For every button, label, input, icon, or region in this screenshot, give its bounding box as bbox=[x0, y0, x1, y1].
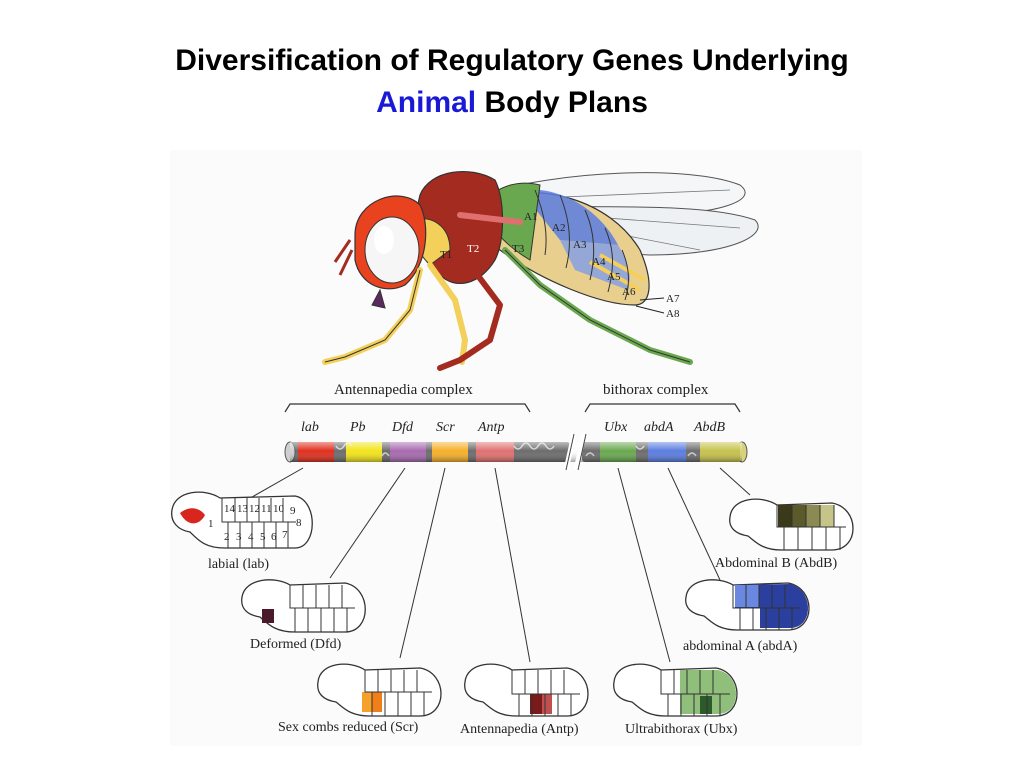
fly-label-t2: T2 bbox=[467, 243, 479, 255]
caption-antennapedia: Antennapedia (Antp) bbox=[460, 722, 579, 737]
embryo-scr bbox=[317, 663, 442, 717]
fly-label-t1: T1 bbox=[440, 249, 452, 261]
gene-label-dfd: Dfd bbox=[391, 420, 414, 435]
embryo-num-7: 7 bbox=[282, 529, 288, 541]
title-line-1: Diversification of Regulatory Genes Unde… bbox=[175, 44, 849, 77]
fly-label-a8: A8 bbox=[666, 308, 680, 320]
caption-abdominal-a: abdominal A (abdA) bbox=[683, 639, 798, 654]
embryo-antp bbox=[464, 663, 589, 717]
fly-label-a4: A4 bbox=[592, 256, 606, 268]
gene-label-pb: Pb bbox=[349, 420, 366, 435]
caption-abdominal-b: Abdominal B (AbdB) bbox=[715, 556, 837, 571]
gene-label-abdb: AbdB bbox=[693, 420, 726, 435]
title-accent-word: Animal bbox=[376, 86, 477, 119]
embryo-num-3: 3 bbox=[236, 531, 242, 543]
caption-ultrabithorax: Ultrabithorax (Ubx) bbox=[625, 722, 738, 737]
fly-eye bbox=[364, 216, 420, 284]
embryo-num-5: 5 bbox=[260, 531, 266, 543]
fly-label-a2: A2 bbox=[552, 222, 565, 234]
embryo-num-12: 12 bbox=[249, 503, 260, 515]
gene-label-antp: Antp bbox=[477, 420, 504, 435]
embryo-ubx bbox=[613, 663, 738, 717]
embryo-num-8: 8 bbox=[296, 517, 302, 529]
fly-leg-t2 bbox=[437, 262, 503, 371]
chromosome bbox=[284, 433, 748, 471]
title-line-2-rest: Body Plans bbox=[484, 86, 648, 119]
caption-deformed: Deformed (Dfd) bbox=[250, 637, 342, 652]
embryo-num-4: 4 bbox=[248, 531, 254, 543]
caption-labial: labial (lab) bbox=[208, 557, 269, 572]
embryo-num-13: 13 bbox=[237, 503, 249, 515]
fly-illustration bbox=[322, 171, 759, 371]
embryo-num-2: 2 bbox=[224, 531, 230, 543]
bithorax-bracket bbox=[584, 403, 741, 413]
fly-label-a7: A7 bbox=[666, 293, 680, 305]
fly-label-a5: A5 bbox=[607, 271, 621, 283]
embryo-num-14: 14 bbox=[224, 503, 236, 515]
embryo-abda bbox=[685, 579, 810, 631]
antennapedia-bracket bbox=[284, 403, 531, 413]
title-line-2: Animal Body Plans bbox=[0, 82, 1024, 124]
bithorax-complex-label: bithorax complex bbox=[603, 382, 709, 398]
embryo-num-1: 1 bbox=[208, 518, 214, 530]
embryo-num-6: 6 bbox=[271, 531, 277, 543]
connector-lines bbox=[251, 467, 751, 663]
fly-label-t3: T3 bbox=[512, 243, 525, 255]
gene-label-ubx: Ubx bbox=[604, 420, 628, 435]
fly-label-a3: A3 bbox=[573, 239, 587, 251]
embryo-lab: 14 13 12 11 10 9 8 7 2 3 4 5 6 1 bbox=[171, 491, 313, 549]
embryo-dfd bbox=[241, 579, 366, 633]
gene-label-lab: lab bbox=[301, 420, 319, 435]
embryo-num-11: 11 bbox=[261, 503, 272, 515]
fly-label-a6: A6 bbox=[622, 286, 636, 298]
gene-label-scr: Scr bbox=[436, 420, 455, 435]
embryo-num-9: 9 bbox=[290, 505, 296, 517]
gene-label-abda: abdA bbox=[644, 420, 674, 435]
slide-title: Diversification of Regulatory Genes Unde… bbox=[0, 40, 1024, 124]
embryo-num-10: 10 bbox=[273, 503, 285, 515]
antennapedia-complex-label: Antennapedia complex bbox=[334, 382, 473, 398]
caption-sex-combs-reduced: Sex combs reduced (Scr) bbox=[278, 720, 419, 735]
fly-label-a1: A1 bbox=[524, 211, 537, 223]
embryo-abdb bbox=[729, 498, 854, 551]
